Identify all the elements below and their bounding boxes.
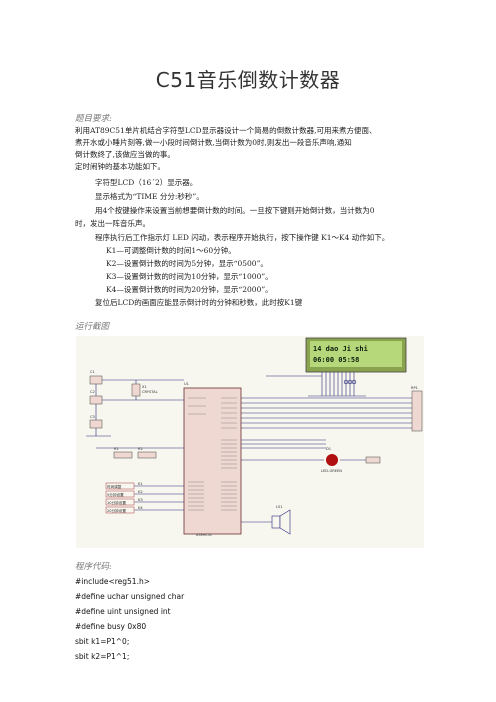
microcontroller-chip: U1 AT89C51 [183,382,242,537]
crystal-part: CRYSTAL [142,390,158,394]
code-line: sbit k2=P1^1; [75,652,130,661]
code-line: sbit k1=P1^0; [75,637,130,646]
key-line: K4—设置倒计数的时间为20分钟，显示“2000”。 [106,285,273,294]
code-heading: 程序代码: [75,562,112,572]
button-group: 时间调整 5分钟设置 10分钟设置 20分钟设置 K1 K2 K3 K4 [105,482,184,514]
capacitor-c2 [89,395,103,405]
req-line: 定时闹钟的基本功能如下。 [75,162,165,171]
req-line: 煮开水或小睡片刻等,做一小段时间倒计数,当倒计数为0时,则发出一段音乐声响,通知 [75,138,352,147]
key-line: K3—设置倒计数的时间为10分钟，显示“1000”。 [106,272,273,281]
button-label: K3 [138,498,143,502]
doc-title: C51音乐倒数计数器 [155,68,341,92]
lcd-line-1: 14 dao Ji shi [313,345,368,353]
r2-label: R2 [138,447,143,451]
button-tag: 20分钟设置 [107,508,126,513]
button-tag: 时间调整 [107,484,122,489]
func-line: 时，发出一阵音乐声。 [75,219,150,228]
button-tag: 10分钟设置 [107,500,126,505]
crystal-label: X1 [142,385,147,389]
r1-label: R1 [114,447,119,451]
speaker: LS1 [241,505,291,535]
code-line: #define busy 0x80 [75,622,147,631]
led: D1 LED-GREEN [241,447,381,473]
req-line: 倒计数终了,该做应当做的事。 [75,150,175,159]
crystal [131,383,141,397]
lcd-line-2: 06:00 05:58 [313,356,359,364]
led-part: LED-GREEN [321,469,342,473]
rp1-label: RP1 [411,386,418,390]
func-line: 显示格式为“TIME 分分:秒秒”。 [95,192,204,201]
func-line: 用4个按键操作来设置当前想要倒计数的时间。一旦按下键则开始倒计数，当计数为0 [95,206,375,215]
led-label: D1 [326,447,331,451]
resistor-pack [411,390,423,432]
button-label: K1 [138,482,143,486]
requirements-heading: 题目要求: [75,114,112,124]
func-line: 字符型LCD（16´2）显示器。 [95,178,198,187]
resistor-r1 [113,451,133,459]
circuit-schematic: 14 dao Ji shi 06:00 05:58 RP1 [76,336,424,548]
key-line: K2—设置倒计数的时间为5分钟，显示“0500”。 [106,259,268,268]
capacitor-c1 [89,375,103,385]
func-line: 程序执行后工作指示灯 LED 闪动，表示程序开始执行，按下操作键 K1～K4 动… [95,233,390,242]
c3-label: C3 [90,415,95,419]
lcd-module: 14 dao Ji shi 06:00 05:58 [305,337,407,373]
code-line: #define uchar unsigned char [75,592,185,601]
code-line: #define uint unsigned int [75,607,171,616]
chip-part: AT89C51 [196,533,212,537]
req-line: 利用AT89C51单片机结合字符型LCD显示器设计一个简易的倒数计数器,可用来煮… [75,126,377,135]
schematic-drawing: 14 dao Ji shi 06:00 05:58 RP1 [76,336,424,548]
button-label: K2 [138,490,143,494]
key-line: K1—可调整倒计数的时间1～60分钟。 [106,246,236,255]
figure-heading: 运行截图 [75,322,110,332]
c1-label: C1 [90,370,95,374]
resistor-r2 [137,451,157,459]
reset-line: 复位后LCD的画面应能显示倒计时的分钟和秒数，此时按K1键 [95,298,303,307]
chip-label: U1 [184,382,189,386]
button-label: K4 [138,506,143,510]
code-line: #include<reg51.h> [75,577,150,586]
capacitor-c3 [89,419,103,429]
speaker-label: LS1 [276,505,283,509]
button-tag: 5分钟设置 [107,492,124,497]
c2-label: C2 [90,390,95,394]
